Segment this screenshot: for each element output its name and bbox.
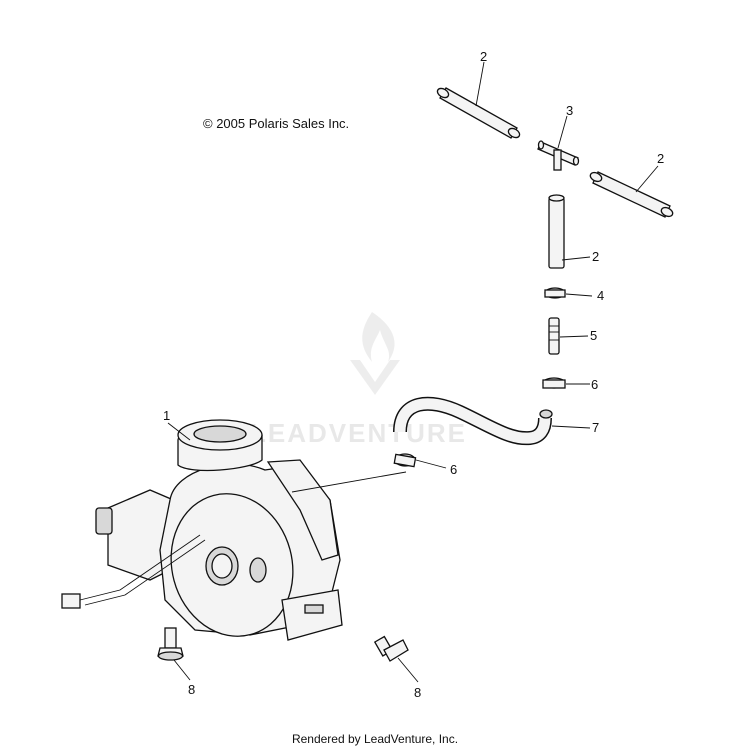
copyright-notice: © 2005 Polaris Sales Inc. xyxy=(203,116,350,131)
callouts: 1 2 2 2 3 4 5 6 6 7 8 8 xyxy=(163,49,664,700)
curved-hose xyxy=(393,396,553,446)
watermark-text: LEADVENTURE xyxy=(250,418,467,448)
callout-7: 7 xyxy=(592,420,599,435)
leader-lines xyxy=(167,61,659,683)
callout-1: 1 xyxy=(163,408,170,423)
pump-assembly xyxy=(61,419,343,641)
callout-2-vertical: 2 xyxy=(592,249,599,264)
hose-right xyxy=(589,171,674,218)
connector-fitting xyxy=(548,317,560,355)
callout-3: 3 xyxy=(566,103,573,118)
callout-4: 4 xyxy=(597,288,604,303)
hose-upper-left xyxy=(436,87,521,139)
hose-clamp-upper xyxy=(544,287,566,299)
hose-vertical xyxy=(548,194,565,269)
callout-2-right: 2 xyxy=(657,151,664,166)
tee-fitting xyxy=(537,140,580,171)
footer-credit: Rendered by LeadVenture, Inc. xyxy=(291,732,459,746)
filler-cap xyxy=(177,419,263,472)
callout-6-upper: 6 xyxy=(591,377,598,392)
callout-8-left: 8 xyxy=(188,682,195,697)
mounting-bolt-left xyxy=(157,627,184,661)
hose-clamp-middle xyxy=(542,377,566,389)
callout-8-right: 8 xyxy=(414,685,421,700)
callout-5: 5 xyxy=(590,328,597,343)
hose-clamp-lower xyxy=(393,453,417,468)
callout-2-upper-left: 2 xyxy=(480,49,487,64)
watermark-logo: LEADVENTURE xyxy=(250,312,467,448)
mounting-bolt-right xyxy=(373,635,409,662)
callout-6-lower: 6 xyxy=(450,462,457,477)
wire-connector xyxy=(61,593,81,609)
